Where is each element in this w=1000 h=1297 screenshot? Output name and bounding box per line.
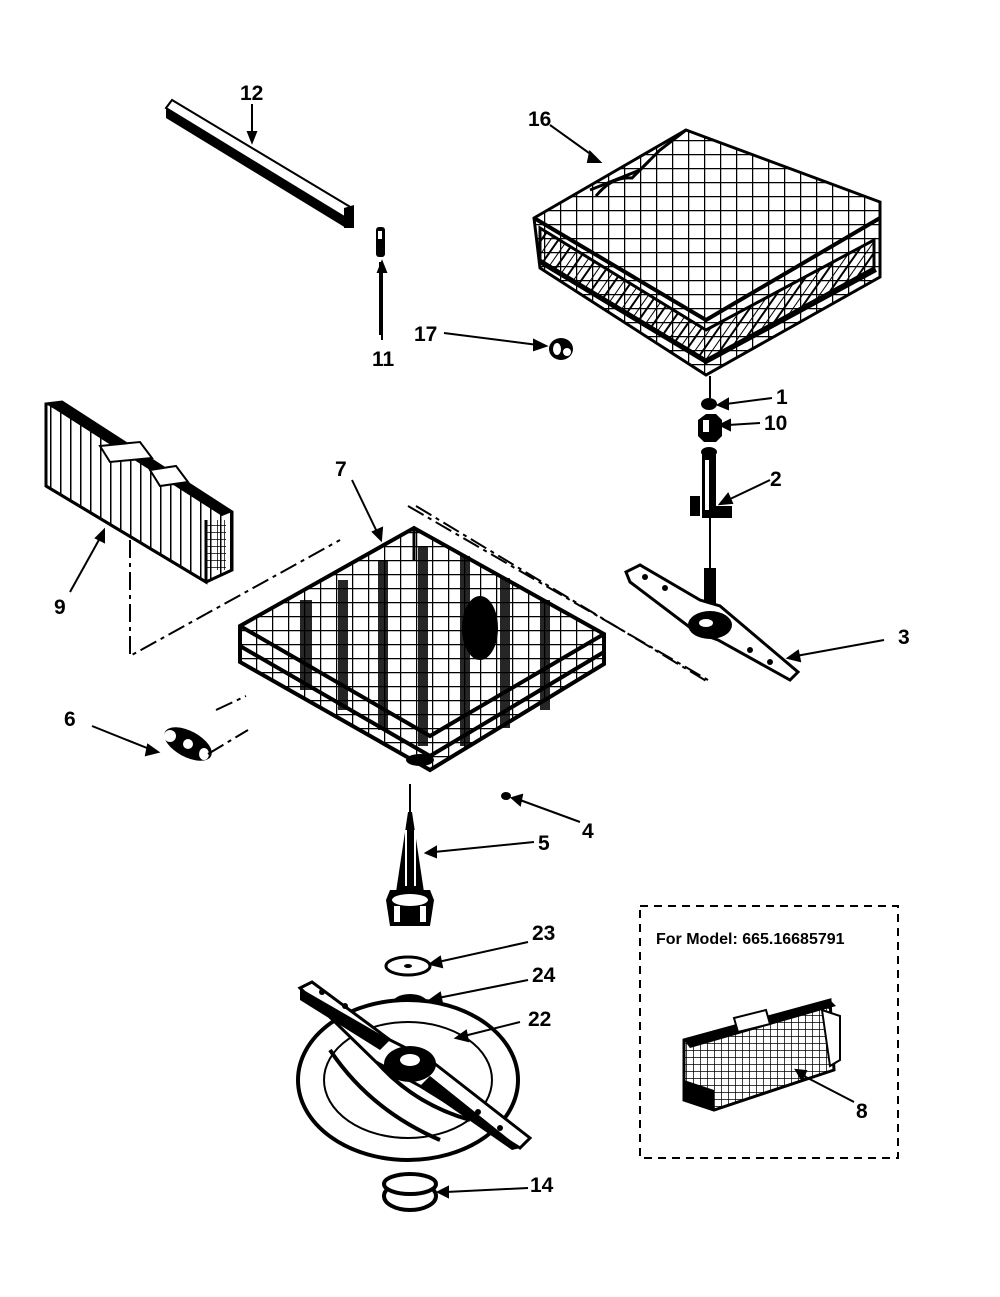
washer-part-23 — [384, 955, 432, 977]
upper-spray-arm-part-3 — [624, 563, 801, 682]
callout-16: 16 — [528, 108, 551, 131]
callout-9: 9 — [54, 596, 66, 619]
callout-3: 3 — [898, 626, 910, 649]
filter-ring-part-14 — [382, 1172, 438, 1212]
clip-part-4 — [501, 792, 511, 800]
callout-6: 6 — [64, 708, 76, 731]
upper-rack-part-16 — [532, 128, 882, 377]
callout-14: 14 — [530, 1174, 554, 1197]
callout-23: 23 — [532, 922, 555, 945]
rack-wheel-part-6 — [164, 727, 212, 761]
callout-labels: 12 16 11 17 1 10 2 3 7 9 6 4 5 23 24 22 … — [54, 82, 910, 1197]
lower-rack-part-7 — [238, 525, 606, 773]
callout-8: 8 — [856, 1100, 868, 1123]
callout-24: 24 — [532, 964, 556, 987]
assembly-guide-lines — [129, 505, 709, 812]
model-inset-box: For Model: 665.16685791 — [639, 905, 899, 1159]
callout-12: 12 — [240, 82, 263, 105]
callout-7: 7 — [335, 458, 347, 481]
lower-spray-arm-part-22 — [296, 980, 533, 1162]
clip-part-17 — [549, 338, 573, 360]
upper-spray-assembly — [624, 398, 801, 682]
callout-4: 4 — [582, 820, 594, 843]
callout-2: 2 — [770, 468, 782, 491]
washer-part-1 — [701, 398, 717, 410]
callout-10: 10 — [764, 412, 787, 435]
silverware-basket-part-8 — [682, 998, 841, 1112]
model-note: For Model: 665.16685791 — [656, 931, 845, 948]
callout-11: 11 — [372, 348, 395, 371]
rail-pin-part-11 — [376, 227, 385, 335]
feed-tube-part-2 — [690, 447, 732, 518]
callout-22: 22 — [528, 1008, 551, 1031]
callout-1: 1 — [776, 386, 788, 409]
leader-lines — [69, 104, 885, 1199]
callout-17: 17 — [414, 323, 437, 346]
nut-part-10 — [698, 414, 722, 442]
callout-5: 5 — [538, 832, 550, 855]
silverware-basket-part-9 — [44, 400, 234, 585]
wash-tower-part-5 — [386, 784, 434, 926]
rack-rail-part-12 — [164, 98, 354, 228]
